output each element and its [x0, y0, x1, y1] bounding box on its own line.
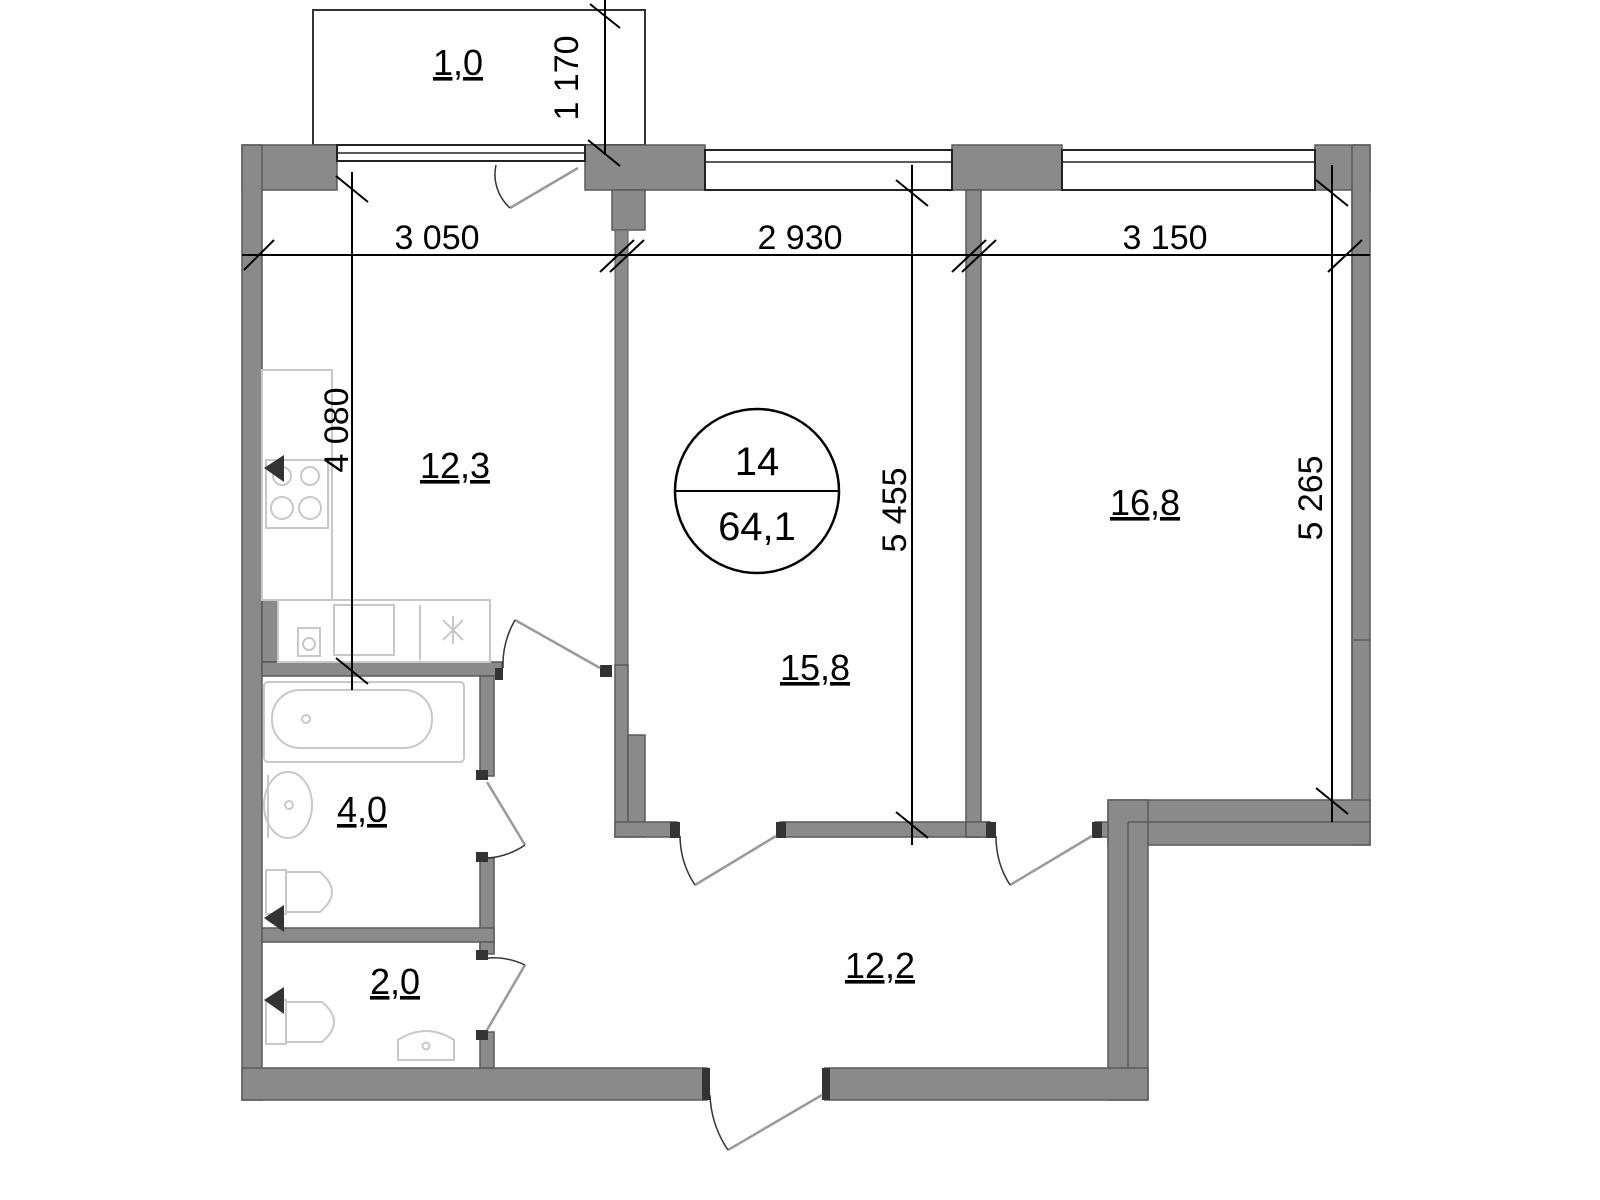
- area-hallway: 12,2: [845, 945, 915, 986]
- door-bedroom-swing: [995, 835, 1011, 886]
- jamb-12: [822, 1068, 830, 1100]
- bath-sink-drain: [284, 800, 294, 810]
- stove: [265, 459, 329, 529]
- kitchen-sink-cabinet: [333, 604, 395, 656]
- wall-living-bottom-right: [779, 821, 991, 838]
- dim-tick: [243, 239, 275, 271]
- dim-tick: [587, 139, 621, 167]
- wall-top-mid-2: [951, 144, 1063, 191]
- door-living-leaf: [694, 834, 777, 887]
- jamb-9: [986, 822, 996, 838]
- dim-text-living-depth: 5 455: [876, 467, 914, 552]
- jamb-10: [1092, 822, 1102, 838]
- wall-kitchen-bath: [261, 661, 503, 677]
- door-bath-swing: [486, 844, 526, 859]
- kitchen-counter-bottom: [277, 599, 491, 663]
- riser-icon: [264, 905, 284, 932]
- jamb-3: [476, 770, 488, 780]
- wall-bath-right-top: [479, 675, 495, 777]
- dim-tick: [335, 175, 369, 203]
- stove-burner-2: [300, 466, 320, 486]
- dim-tick: [335, 657, 369, 685]
- fridge-icon: [442, 616, 464, 644]
- wall-left: [241, 144, 263, 1101]
- door-kitchen-swing: [502, 619, 516, 669]
- dim-tick: [1327, 239, 1363, 273]
- wc-toilet-bowl: [285, 1001, 335, 1043]
- wc-sink: [397, 1030, 455, 1061]
- wall-living-left-lower: [614, 664, 629, 838]
- riser-icon: [264, 987, 284, 1014]
- bathtub-inner: [271, 689, 433, 749]
- kitchen-sink-drain: [302, 637, 316, 651]
- door-living-swing: [679, 835, 696, 886]
- jamb-7: [670, 822, 680, 838]
- door-kitchen-leaf: [514, 618, 601, 670]
- kitchen-sink-bowl: [297, 627, 321, 657]
- apartment-total-area: 64,1: [718, 505, 796, 549]
- jamb-4: [476, 852, 488, 862]
- wall-bottom-right: [824, 1067, 1149, 1101]
- dim-text-balcony-depth: 1 170: [548, 35, 586, 120]
- dim-tick: [961, 239, 997, 273]
- stove-burner-4: [298, 496, 322, 520]
- dim-text-bedroom-depth: 5 265: [1292, 455, 1330, 540]
- door-balcony-swing: [494, 164, 511, 209]
- dim-text-kitchen-width: 3 050: [394, 219, 479, 257]
- bathtub-drain: [301, 714, 311, 724]
- balcony-outline: [312, 9, 646, 146]
- window-living: [704, 149, 953, 191]
- dim-tick: [895, 179, 929, 207]
- stove-burner-3: [270, 496, 294, 520]
- wc-sink-drain: [421, 1041, 431, 1051]
- jamb-5: [476, 950, 488, 960]
- jamb-8: [776, 822, 786, 838]
- door-toilet-swing: [486, 957, 526, 966]
- area-toilet: 2,0: [370, 961, 420, 1002]
- dim-text-kitchen-depth: 4 080: [318, 387, 356, 472]
- door-bedroom-leaf: [1009, 834, 1093, 887]
- area-living-room: 15,8: [780, 647, 850, 688]
- apartment-badge: 14 64,1: [673, 407, 841, 575]
- dim-text-living-width: 2 930: [757, 219, 842, 257]
- area-bedroom: 16,8: [1110, 482, 1180, 523]
- dim-tick: [1315, 787, 1349, 815]
- dim-tick: [895, 811, 929, 839]
- door-bath-leaf: [485, 781, 527, 846]
- door-balcony-leaf: [509, 166, 579, 210]
- jamb-6: [476, 1030, 488, 1040]
- dim-tick: [589, 3, 621, 29]
- area-balcony: 1,0: [433, 42, 483, 83]
- door-entrance-swing: [709, 1094, 729, 1151]
- apartment-number: 14: [735, 440, 780, 484]
- bath-sink: [263, 771, 313, 839]
- wall-left-notch: [261, 599, 279, 663]
- wall-kitchen-living: [614, 229, 629, 666]
- area-bathroom: 4,0: [337, 789, 387, 830]
- area-kitchen: 12,3: [420, 445, 490, 486]
- jamb-2: [600, 665, 612, 677]
- wall-living-bedroom: [965, 189, 982, 838]
- bathtub: [263, 681, 465, 763]
- dim-tick: [1315, 179, 1349, 207]
- door-entrance-leaf: [727, 1093, 823, 1152]
- dim-tick: [599, 239, 635, 273]
- dim-tick: [609, 239, 645, 273]
- wall-bottom-left: [241, 1067, 708, 1101]
- door-toilet-leaf: [485, 964, 527, 1031]
- wall-right: [1351, 144, 1371, 846]
- window-bedroom: [1061, 149, 1316, 191]
- wall-living-bottom-left: [614, 821, 678, 838]
- dim-tick: [951, 239, 987, 273]
- wall-bath-toilet: [261, 927, 495, 943]
- jamb-11: [702, 1068, 710, 1100]
- wall-column-1: [611, 189, 646, 231]
- dim-text-bedroom-width: 3 150: [1122, 219, 1207, 257]
- bath-toilet-bowl: [285, 871, 333, 913]
- jamb-1: [495, 668, 503, 680]
- riser-icon: [264, 455, 284, 482]
